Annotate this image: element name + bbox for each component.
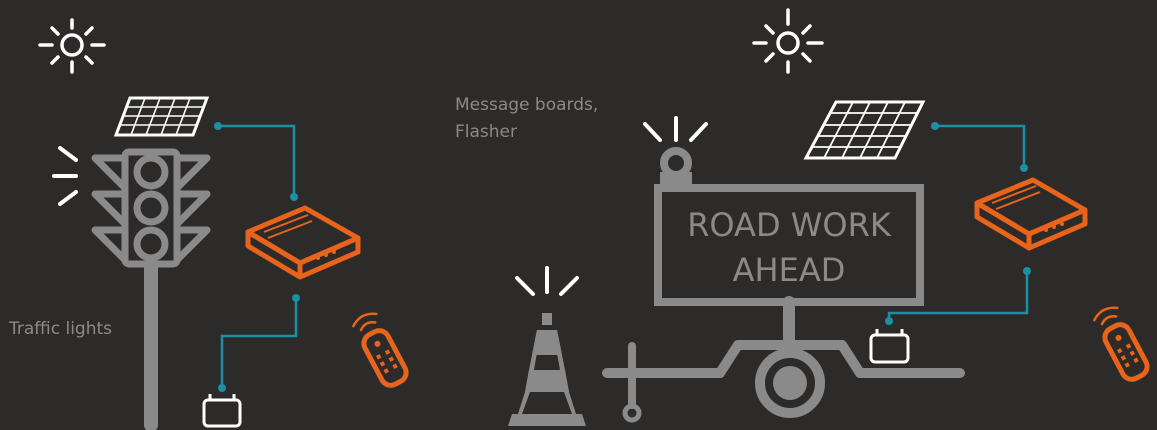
sun-icon [40, 20, 104, 72]
connection-lines-left [218, 126, 296, 388]
message-boards-label: Message boards, [455, 95, 598, 115]
router-icon [977, 180, 1085, 248]
traffic-cone-icon [508, 313, 586, 426]
sun-icon [754, 10, 822, 72]
sign-line-1: ROAD WORK [687, 206, 892, 244]
solar-panel-icon [116, 98, 207, 135]
remote-control-icon [1092, 304, 1150, 383]
connection-lines-right [889, 126, 1027, 321]
battery-icon [204, 394, 240, 426]
solar-panel-icon [806, 102, 923, 158]
flasher-label: Flasher [455, 122, 517, 142]
beacon-icon [660, 151, 692, 184]
cone-flash-lines [517, 268, 577, 294]
traffic-light-icon [95, 152, 207, 425]
router-icon [248, 208, 358, 277]
beacon-flash-lines [645, 118, 706, 140]
remote-control-icon [351, 310, 409, 389]
flash-lines-icon [54, 148, 76, 204]
traffic-lights-label: Traffic lights [8, 319, 112, 339]
battery-icon [871, 329, 908, 362]
road-work-sign: ROAD WORK AHEAD [658, 188, 920, 302]
sign-line-2: AHEAD [733, 251, 846, 289]
